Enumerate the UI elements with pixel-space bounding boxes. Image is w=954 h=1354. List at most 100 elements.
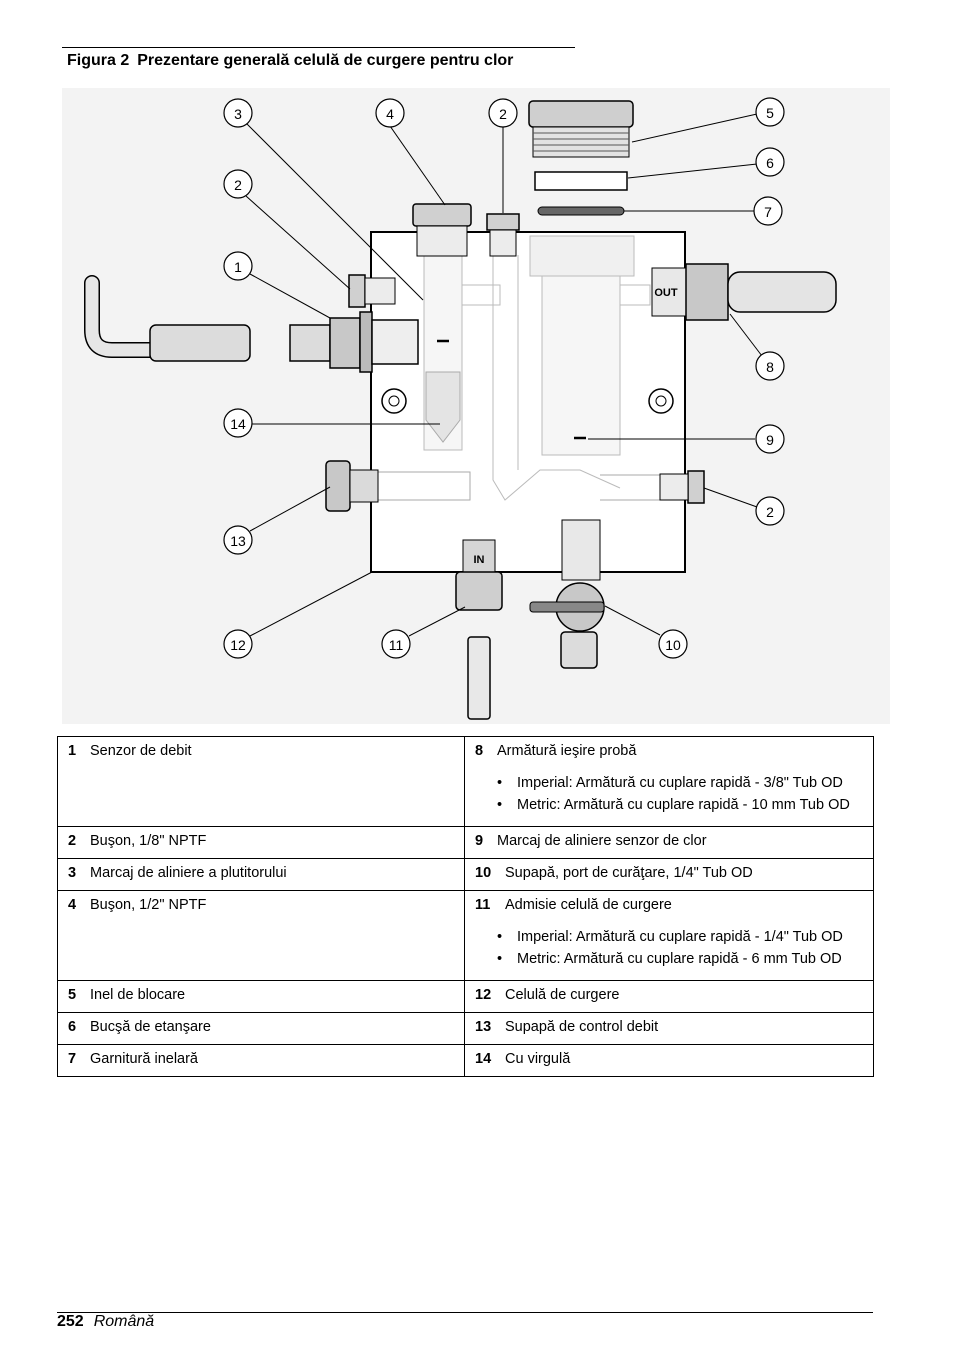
legend-cell-right: 11 Admisie celulă de curgere •Imperial: Ar…: [464, 890, 874, 981]
legend-item-number: 13: [475, 1019, 492, 1035]
callout-number: 8: [766, 359, 774, 375]
legend-cell-right: 13 Supapă de control debit: [464, 1012, 874, 1045]
legend-item-number: 12: [475, 987, 492, 1003]
out-label: OUT: [654, 287, 678, 299]
outlet-fitting-inner: [651, 267, 687, 317]
legend-item-number: 2: [68, 833, 77, 849]
clean-port-valve-handle: [529, 601, 605, 613]
inlet-fitting-body: [462, 539, 496, 577]
outlet-fitting: [685, 263, 729, 321]
flow-sensor-flange: [359, 311, 373, 373]
legend-item-text: Marcaj de aliniere a plutitorului: [90, 865, 287, 881]
legend-item-text: Garnitură inelară: [90, 1051, 198, 1067]
legend-cell-right: 10 Supapă, port de curăţare, 1/4" Tub OD: [464, 858, 874, 891]
callout-8: 1: [223, 251, 253, 281]
callout-circle: [753, 196, 783, 226]
legend-item-text: Admisie celulă de curgere: [505, 897, 672, 913]
legend-bullet-item: •Imperial: Armătură cu cuplare rapidă - …: [475, 928, 865, 946]
legend-item-number: 3: [68, 865, 77, 881]
callout-circle: [658, 629, 688, 659]
legend-item-text: Buşon, 1/8" NPTF: [90, 833, 207, 849]
callout-circle: [223, 169, 253, 199]
mounting-hole-right: [648, 388, 674, 414]
legend-item-text: Supapă, port de curăţare, 1/4" Tub OD: [505, 865, 753, 881]
legend-item-text: Senzor de debit: [90, 743, 192, 759]
callout-circle: [223, 98, 253, 128]
legend-item-number: 7: [68, 1051, 77, 1067]
lock-ring-thread-lines: [533, 132, 629, 152]
legend-item-number: 10: [475, 865, 492, 881]
clean-port-thread: [561, 519, 601, 581]
plug-left-eighth: [348, 274, 366, 308]
inlet-fitting: [455, 571, 503, 611]
figure-title-rule: [62, 47, 575, 48]
legend-bullet-list: •Imperial: Armătură cu cuplare rapidă - …: [475, 928, 865, 968]
flow-control-stem: [349, 469, 379, 503]
callout-leaders: [245, 113, 763, 637]
callout-7: 7: [753, 196, 783, 226]
cross-channels: [462, 284, 651, 306]
bullet-glyph: •: [497, 775, 503, 791]
plug-top-eighth-thread: [489, 229, 517, 257]
callout-number: 11: [389, 637, 404, 653]
callout-15: 11: [381, 629, 411, 659]
legend-item-text: Supapă de control debit: [505, 1019, 659, 1035]
callout-circle: [755, 351, 785, 381]
plug-half-inch: [412, 203, 472, 227]
callout-circle: [488, 98, 518, 128]
seal-bushing: [534, 171, 628, 191]
bullet-glyph: •: [497, 797, 503, 813]
callout-circle: [223, 629, 253, 659]
callout-number: 2: [234, 177, 242, 193]
legend-item-number: 6: [68, 1019, 77, 1035]
outlet-tube: [727, 271, 837, 313]
footer-rule: [57, 1312, 873, 1313]
callout-circle: [375, 98, 405, 128]
legend-item-text: Buşon, 1/2" NPTF: [90, 897, 207, 913]
clean-port-fitting: [560, 631, 598, 669]
plug-left-eighth-thread: [364, 277, 396, 305]
mounting-hole-left-inner: [388, 395, 400, 407]
legend-bullet-item: •Metric: Armătură cu cuplare rapidă - 6 …: [475, 950, 865, 968]
mounting-hole-right-inner: [655, 395, 667, 407]
callout-number: 2: [766, 504, 774, 520]
plug-right-eighth-thread: [659, 473, 689, 501]
callout-10: 14: [223, 408, 253, 438]
legend-bullet-item: •Metric: Armătură cu cuplare rapidă - 10…: [475, 796, 865, 814]
legend-item-text: Inel de blocare: [90, 987, 186, 1003]
figure-title-text: Prezentare generală celulă de curgere pe…: [137, 52, 514, 69]
callout-circle: [755, 424, 785, 454]
callout-number: 4: [386, 106, 394, 122]
legend-item-number: 5: [68, 987, 77, 1003]
legend-cell-left: 3 Marcaj de aliniere a plutitorului: [57, 858, 465, 891]
flow-sensor-cable: [85, 276, 157, 357]
callout-5: 6: [755, 147, 785, 177]
callout-circle: [223, 251, 253, 281]
legend-bullet-text: Metric: Armătură cu cuplare rapidă - 6 m…: [517, 951, 842, 967]
sensor-port: [529, 235, 635, 277]
internal-channels: [492, 255, 621, 501]
bullet-glyph: •: [497, 929, 503, 945]
flow-sensor-connector: [149, 324, 251, 362]
legend-item-text: Cu virgulă: [505, 1051, 571, 1067]
callout-circle: [381, 629, 411, 659]
legend-item-number: 11: [475, 897, 491, 913]
callout-2: 4: [375, 98, 405, 128]
page-number: 252: [57, 1313, 84, 1330]
plug-top-eighth: [486, 213, 520, 231]
callout-number: 14: [230, 416, 246, 432]
